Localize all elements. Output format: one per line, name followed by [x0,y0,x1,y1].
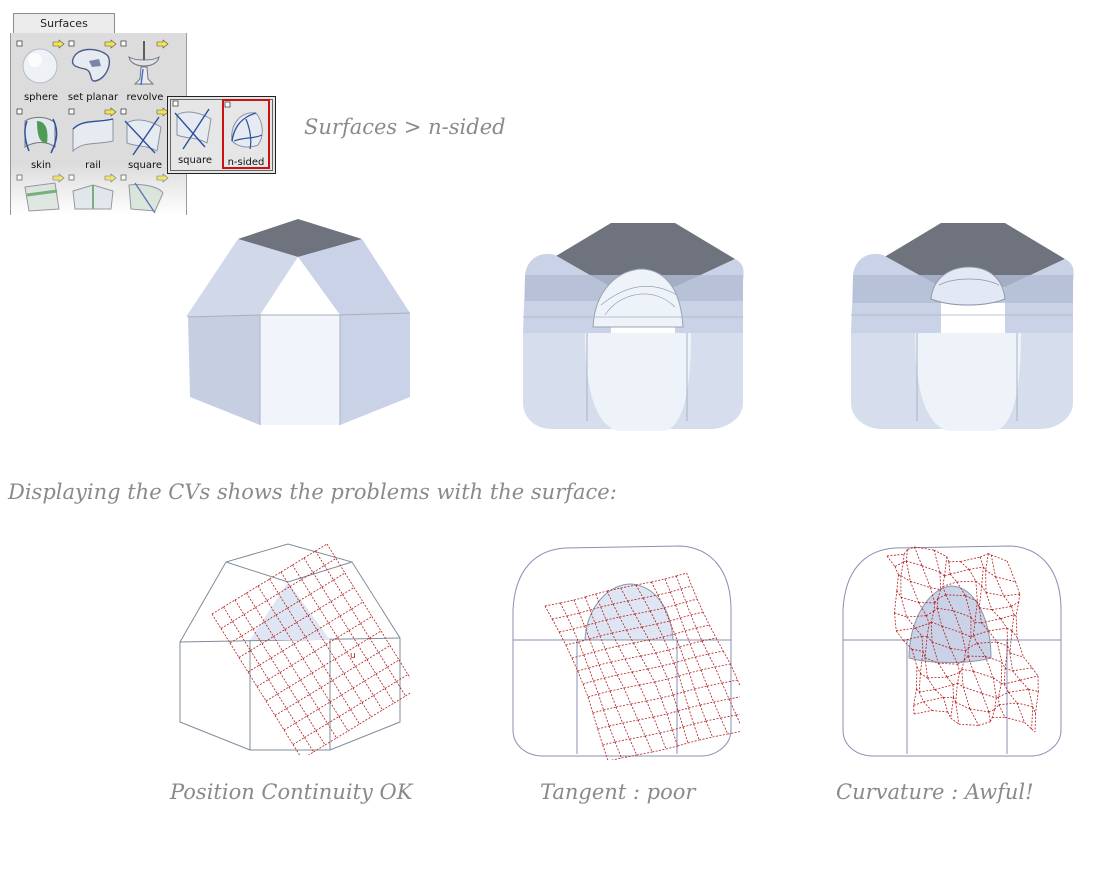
caption-curvature: Curvature : Awful! [836,780,1034,804]
shaded-box-n-sided-tangent [523,223,744,431]
surfaces-popout: square n-sided [167,96,276,174]
tool-label: revolve [126,92,164,103]
shaded-box-n-sided-curvature [851,223,1074,431]
surfaces-palette: sphere set planar revolve [10,33,187,215]
surface-icon [16,173,65,212]
tool-label: skin [30,160,52,171]
caption-tangent: Tangent : poor [540,780,696,804]
tool-label: square [127,160,163,171]
surface-icon [68,173,117,210]
skin-icon [16,108,58,154]
partial-tool[interactable] [119,173,171,239]
shaded-box-open-corner [186,219,411,425]
tool-label: square [177,155,213,166]
square-flyout-tool[interactable]: square [171,99,219,169]
tool-label: n-sided [227,157,265,168]
svg-text:u: u [350,651,356,661]
surface-icon [120,173,169,213]
rail-tool[interactable]: rail [67,107,119,173]
square-icon [172,100,212,150]
partial-tool[interactable] [15,173,67,239]
wireframe-tangent [512,545,740,760]
square-tool[interactable]: square [119,107,171,173]
wireframe-position-continuity: u [179,543,410,755]
cv-intro-text: Displaying the CVs shows the problems wi… [8,480,617,504]
n-sided-tool[interactable]: n-sided [222,99,270,169]
tool-label: sphere [23,92,59,103]
wireframe-curvature [842,545,1062,757]
menu-path-caption: Surfaces > n-sided [304,115,506,139]
revolve-tool[interactable]: revolve [119,39,171,105]
sphere-icon [16,39,65,84]
palette-tab-surfaces[interactable]: Surfaces [13,13,115,33]
n-sided-icon [224,101,263,150]
revolve-icon [120,39,169,86]
rail-icon [68,107,117,153]
tool-label: set planar [67,92,119,103]
square-icon [120,107,169,156]
set-planar-tool[interactable]: set planar [67,39,119,105]
tool-label: rail [85,160,101,171]
sphere-tool[interactable]: sphere [15,39,67,105]
set-planar-icon [68,39,117,82]
partial-tool[interactable] [67,173,119,239]
skin-tool[interactable]: skin [15,107,67,173]
caption-position: Position Continuity OK [170,780,413,804]
